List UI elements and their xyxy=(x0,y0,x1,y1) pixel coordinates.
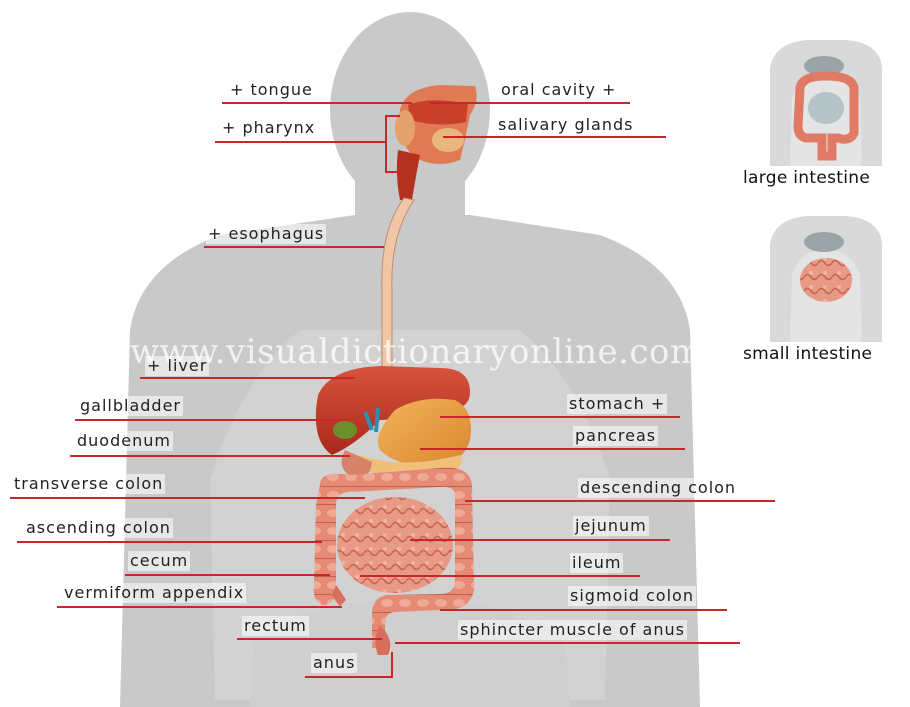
caption-small-intestine[interactable]: small intestine xyxy=(743,344,872,364)
leader-line-duodenum xyxy=(70,455,350,457)
label-ileum: ileum xyxy=(570,553,623,573)
label-rectum: rectum xyxy=(242,616,309,636)
label-sphincter-muscle-of-anus: sphincter muscle of anus xyxy=(458,620,687,640)
label-sigmoid-colon: sigmoid colon xyxy=(568,586,696,606)
gallbladder-organ xyxy=(333,421,357,439)
label-stomach[interactable]: stomach + xyxy=(567,394,667,414)
leader-line-cecum xyxy=(125,574,330,576)
leader-line-anus xyxy=(305,676,393,678)
label-gallbladder: gallbladder xyxy=(78,396,183,416)
thumbnail-small-intestine[interactable] xyxy=(762,214,890,342)
leader-line-salivary-glands xyxy=(443,136,666,138)
label-liver[interactable]: + liver xyxy=(145,356,209,376)
leader-line-ileum xyxy=(360,575,640,577)
label-salivary-glands: salivary glands xyxy=(496,115,635,135)
bracket-pharynx xyxy=(385,115,387,173)
label-vermiform-appendix: vermiform appendix xyxy=(62,583,246,603)
label-pancreas: pancreas xyxy=(573,426,658,446)
leader-line-esophagus xyxy=(204,246,384,248)
large-intestine-thumbnail-image xyxy=(762,38,890,166)
leader-line-sigmoid-colon xyxy=(440,609,727,611)
leader-line-tongue xyxy=(222,102,412,104)
leader-line-rectum xyxy=(237,638,382,640)
leader-line-sphincter xyxy=(395,642,740,644)
bracket-pharynx-top xyxy=(385,115,400,117)
leader-line-stomach xyxy=(440,416,680,418)
label-jejunum: jejunum xyxy=(573,516,649,536)
caption-large-intestine[interactable]: large intestine xyxy=(743,168,870,188)
small-intestine-coils xyxy=(337,497,453,593)
leader-line-transverse-colon xyxy=(10,497,365,499)
leader-line-pharynx xyxy=(215,141,385,143)
small-intestine-thumbnail-image xyxy=(762,214,890,342)
label-oral-cavity[interactable]: oral cavity + xyxy=(499,80,618,100)
label-anus: anus xyxy=(311,653,357,673)
label-esophagus[interactable]: + esophagus xyxy=(206,224,326,244)
bracket-pharynx-bottom xyxy=(385,171,400,173)
label-pharynx[interactable]: + pharynx xyxy=(220,118,317,138)
leader-line-anus-vertical xyxy=(391,652,393,678)
label-descending-colon: descending colon xyxy=(578,478,738,498)
label-transverse-colon: transverse colon xyxy=(12,474,165,494)
thumbnail-large-intestine[interactable] xyxy=(762,38,890,166)
label-duodenum: duodenum xyxy=(75,431,173,451)
leader-line-jejunum xyxy=(410,539,670,541)
leader-line-gallbladder xyxy=(75,419,350,421)
label-tongue[interactable]: + tongue xyxy=(228,80,315,100)
leader-line-oral-cavity xyxy=(430,102,630,104)
leader-line-ascending-colon xyxy=(17,541,322,543)
watermark-text: www.visualdictionaryonline.com xyxy=(130,332,703,372)
leader-line-descending-colon xyxy=(465,500,775,502)
label-cecum: cecum xyxy=(128,551,190,571)
leader-line-liver xyxy=(140,377,355,379)
label-ascending-colon: ascending colon xyxy=(24,518,173,538)
leader-line-appendix xyxy=(57,606,342,608)
leader-line-pancreas xyxy=(420,448,685,450)
